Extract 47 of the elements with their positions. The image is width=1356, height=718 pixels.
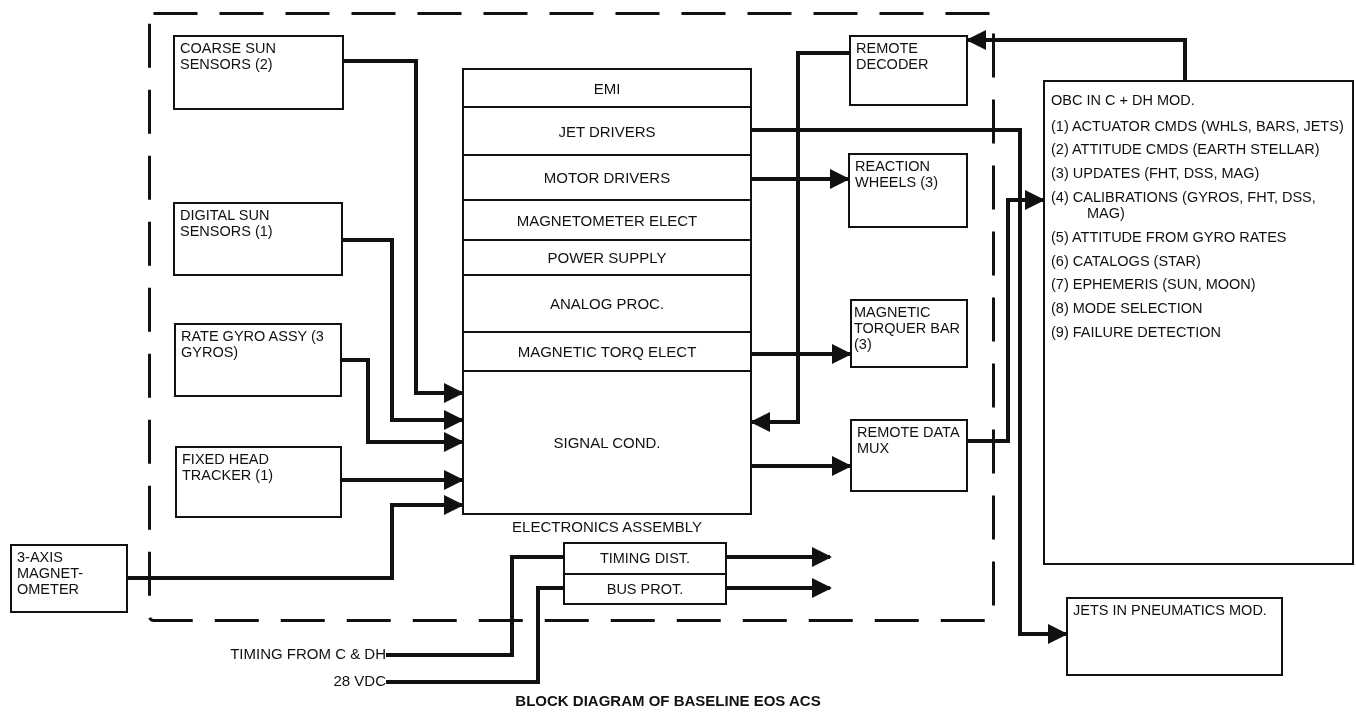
unit-box: RATE GYRO ASSY (3 GYROS)	[174, 323, 342, 397]
unit-box: FIXED HEAD TRACKER (1)	[175, 446, 342, 518]
connector-arrow	[727, 547, 832, 567]
computer-box	[1043, 80, 1354, 565]
connector-arrow	[342, 470, 464, 490]
connector-arrow	[752, 456, 852, 476]
module-row: POWER SUPPLY	[462, 241, 752, 276]
connector-arrow	[344, 59, 464, 403]
unit-box: MAGNETIC TORQUER BAR (3)	[850, 299, 968, 368]
input-label: 28 VDC	[300, 672, 386, 692]
connector-arrow	[342, 358, 464, 452]
list-item: (8) MODE SELECTION	[1051, 300, 1204, 317]
unit-box: BUS PROT.	[563, 573, 727, 605]
unit-box: DIGITAL SUN SENSORS (1)	[173, 202, 343, 276]
diagram-caption: BLOCK DIAGRAM OF BASELINE EOS ACS	[515, 692, 821, 709]
list-item: (2) ATTITUDE CMDS (EARTH STELLAR)	[1051, 141, 1321, 158]
actuator-box: JETS IN PNEUMATICS MOD.	[1066, 597, 1283, 676]
connector-arrow	[752, 169, 850, 189]
connector-arrow	[752, 128, 1068, 644]
connector-arrow	[752, 344, 852, 364]
unit-box: COARSE SUN SENSORS (2)	[173, 35, 344, 110]
connector-arrow	[128, 495, 464, 580]
module-row: SIGNAL COND.	[462, 372, 752, 515]
module-row: MAGNETOMETER ELECT	[462, 201, 752, 241]
list-item: (7) EPHEMERIS (SUN, MOON)	[1051, 276, 1257, 294]
list-item: (3) UPDATES (FHT, DSS, MAG)	[1051, 165, 1261, 182]
assembly-label: ELECTRONICS ASSEMBLY	[511, 518, 703, 535]
list-item: (1) ACTUATOR CMDS (WHLS, BARS, JETS)	[1051, 117, 1345, 135]
unit-box: REMOTE DECODER	[849, 35, 968, 106]
unit-box: TIMING DIST.	[563, 542, 727, 575]
module-row: JET DRIVERS	[462, 108, 752, 156]
unit-box: REMOTE DATA MUX	[850, 419, 968, 492]
unit-box: REACTION WHEELS (3)	[848, 153, 968, 228]
connector-arrow	[343, 238, 464, 430]
list-item: (4) CALIBRATIONS (GYROS, FHT, DSS, MAG)	[1051, 188, 1317, 223]
module-row: MOTOR DRIVERS	[462, 156, 752, 201]
list-item: (9) FAILURE DETECTION	[1051, 323, 1222, 341]
module-row: EMI	[462, 68, 752, 108]
list-item: (6) CATALOGS (STAR)	[1051, 252, 1202, 270]
sensor-box: 3-AXIS MAGNET-OMETER	[10, 544, 128, 613]
list-item: (5) ATTITUDE FROM GYRO RATES	[1051, 229, 1288, 246]
input-label: TIMING FROM C & DH	[150, 645, 386, 665]
box-heading: OBC IN C + DH MOD.	[1051, 92, 1196, 109]
connector-arrow	[968, 190, 1045, 443]
connector-arrow	[727, 578, 832, 598]
module-row: ANALOG PROC.	[462, 276, 752, 333]
module-row: MAGNETIC TORQ ELECT	[462, 333, 752, 372]
